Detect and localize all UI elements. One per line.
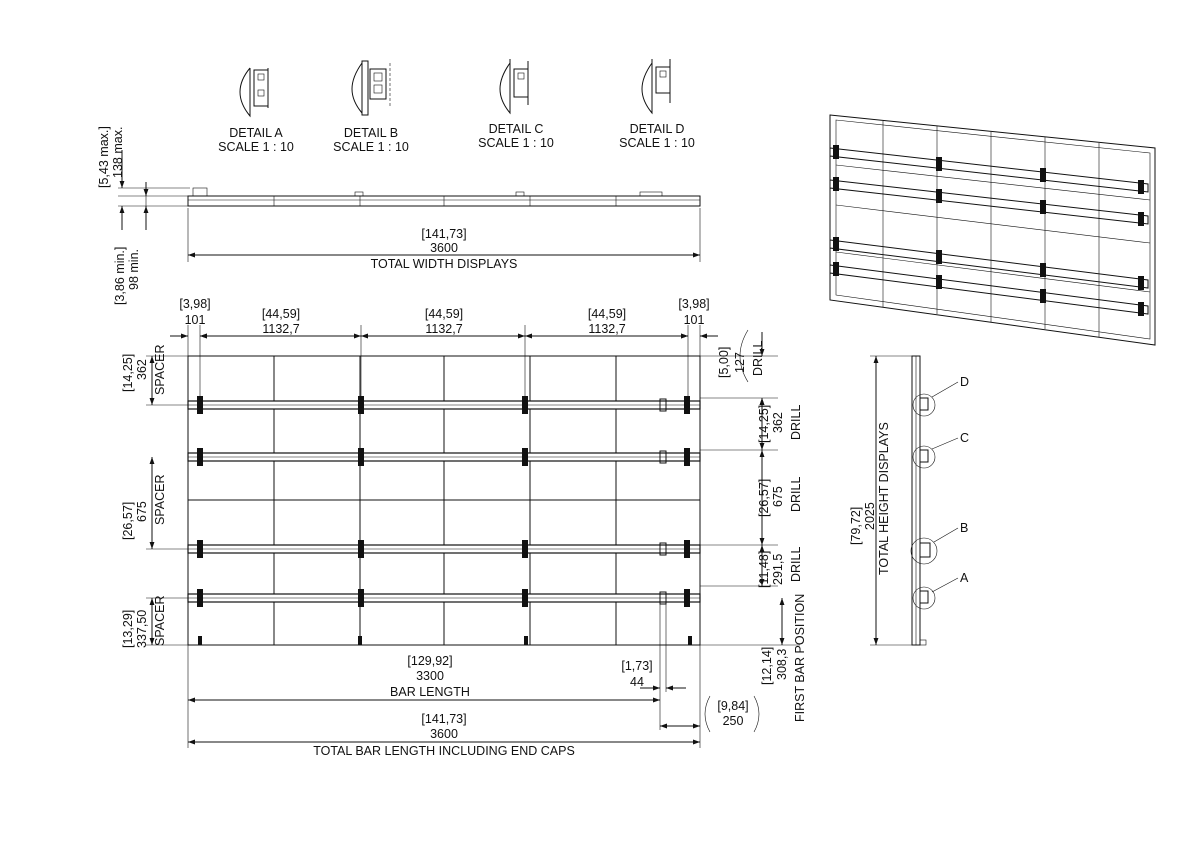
spacing-2-mm: 1132,7 xyxy=(425,322,462,336)
spacer-3-mm: 337,50 xyxy=(135,610,149,648)
first-bar-label: FIRST BAR POSITION xyxy=(793,594,807,722)
detail-d-icon xyxy=(641,59,671,115)
front-bottom-dim-labels: [129,92] 3300 BAR LENGTH [1,73] 44 [9,84… xyxy=(313,654,748,758)
offset-in: [9,84] xyxy=(717,699,748,713)
offset-mm: 250 xyxy=(723,714,744,728)
drill-1-label: DRILL xyxy=(751,341,765,376)
side-view-labels: D C B A [79,72] 2025 TOTAL HEIGHT DISPLA… xyxy=(849,375,969,585)
total-height-in: [79,72] xyxy=(849,507,863,545)
detail-b-scale: SCALE 1 : 10 xyxy=(333,140,409,154)
total-height-label: TOTAL HEIGHT DISPLAYS xyxy=(877,422,891,575)
mounting-bar xyxy=(187,593,701,603)
spacer-2-mm: 675 xyxy=(135,501,149,522)
left-margin-in: [3,98] xyxy=(179,297,210,311)
drill-2-in: [14,25] xyxy=(757,405,771,443)
first-bar-in: [12,14] xyxy=(760,647,774,685)
front-right-dim-labels: [5,00] 127 DRILL [14,25] 362 DRILL [26,5… xyxy=(717,341,807,722)
total-bar-label: TOTAL BAR LENGTH INCLUDING END CAPS xyxy=(313,744,575,758)
spacing-1-mm: 1132,7 xyxy=(262,322,299,336)
total-bar-mm: 3600 xyxy=(430,727,458,741)
side-view xyxy=(870,355,959,646)
isometric-view xyxy=(829,114,1156,346)
drill-4-in: [11,48] xyxy=(757,551,771,588)
drill-2-mm: 362 xyxy=(771,412,785,433)
drill-1-mm: 127 xyxy=(733,352,747,373)
spacer-1-label: SPACER xyxy=(153,345,167,395)
depth-min-mm: 98 min. xyxy=(127,249,141,290)
front-top-dim-labels: [3,98] 101 [44,59] 1132,7 [44,59] 1132,7… xyxy=(179,297,709,336)
front-bottom-dims xyxy=(187,604,760,748)
mounting-bar xyxy=(187,400,701,410)
end-cap-mm: 44 xyxy=(630,675,644,689)
spacer-3-in: [13,29] xyxy=(121,610,135,648)
spacing-3-mm: 1132,7 xyxy=(588,322,625,336)
spacing-3-in: [44,59] xyxy=(588,307,626,321)
drill-3-label: DRILL xyxy=(789,477,803,512)
bar-length-label: BAR LENGTH xyxy=(390,685,470,699)
total-width-label: TOTAL WIDTH DISPLAYS xyxy=(371,257,518,271)
spacer-3-label: SPACER xyxy=(153,596,167,646)
callout-c: C xyxy=(960,431,969,445)
detail-b-icon xyxy=(351,60,391,116)
drill-4-mm: 291,5 xyxy=(771,554,785,585)
detail-a-name: DETAIL A xyxy=(229,126,283,140)
top-view-dims: [5,43 max.] 138 max. [3,86 min.] 98 min.… xyxy=(97,126,517,305)
drill-2-label: DRILL xyxy=(789,405,803,440)
callout-d: D xyxy=(960,375,969,389)
right-margin-mm: 101 xyxy=(684,313,705,327)
bar-length-mm: 3300 xyxy=(416,669,444,683)
detail-c-icon xyxy=(499,59,529,115)
detail-d-scale: SCALE 1 : 10 xyxy=(619,136,695,150)
drill-3-in: [26,57] xyxy=(757,479,771,517)
drill-3-mm: 675 xyxy=(771,486,785,507)
first-bar-mm: 308,3 xyxy=(775,649,789,680)
mounting-bar xyxy=(187,452,701,462)
front-right-dims xyxy=(700,329,800,646)
callout-a: A xyxy=(960,571,969,585)
bar-length-in: [129,92] xyxy=(407,654,452,668)
depth-max-in: [5,43 max.] xyxy=(97,126,111,188)
callout-b: B xyxy=(960,521,968,535)
drill-1-in: [5,00] xyxy=(717,347,731,378)
end-cap-in: [1,73] xyxy=(621,659,652,673)
detail-b-name: DETAIL B xyxy=(344,126,398,140)
front-top-dims xyxy=(170,325,718,401)
spacer-2-label: SPACER xyxy=(153,475,167,525)
end-caps xyxy=(659,398,667,605)
total-bar-in: [141,73] xyxy=(421,712,466,726)
spacer-1-mm: 362 xyxy=(135,359,149,380)
detail-labels: DETAIL A SCALE 1 : 10 DETAIL B SCALE 1 :… xyxy=(218,122,695,154)
spacer-1-in: [14,25] xyxy=(121,354,135,392)
detail-c-name: DETAIL C xyxy=(489,122,544,136)
front-left-dims xyxy=(146,355,188,646)
detail-a-scale: SCALE 1 : 10 xyxy=(218,140,294,154)
total-width-mm: 3600 xyxy=(430,241,458,255)
detail-a-icon xyxy=(239,67,269,118)
detail-c-scale: SCALE 1 : 10 xyxy=(478,136,554,150)
depth-max-mm: 138 max. xyxy=(111,127,125,178)
left-margin-mm: 101 xyxy=(185,313,206,327)
spacer-2-in: [26,57] xyxy=(121,502,135,540)
right-margin-in: [3,98] xyxy=(678,297,709,311)
depth-min-in: [3,86 min.] xyxy=(113,247,127,305)
total-width-in: [141,73] xyxy=(421,227,466,241)
bar-brackets xyxy=(197,396,692,645)
spacing-2-in: [44,59] xyxy=(425,307,463,321)
total-height-mm: 2025 xyxy=(863,502,877,530)
top-view xyxy=(118,150,701,262)
mounting-bar xyxy=(187,544,701,554)
front-left-dim-labels: [14,25] 362 SPACER [26,57] 675 SPACER [1… xyxy=(121,345,167,648)
spacing-1-in: [44,59] xyxy=(262,307,300,321)
detail-d-name: DETAIL D xyxy=(630,122,685,136)
drill-4-label: DRILL xyxy=(789,547,803,582)
